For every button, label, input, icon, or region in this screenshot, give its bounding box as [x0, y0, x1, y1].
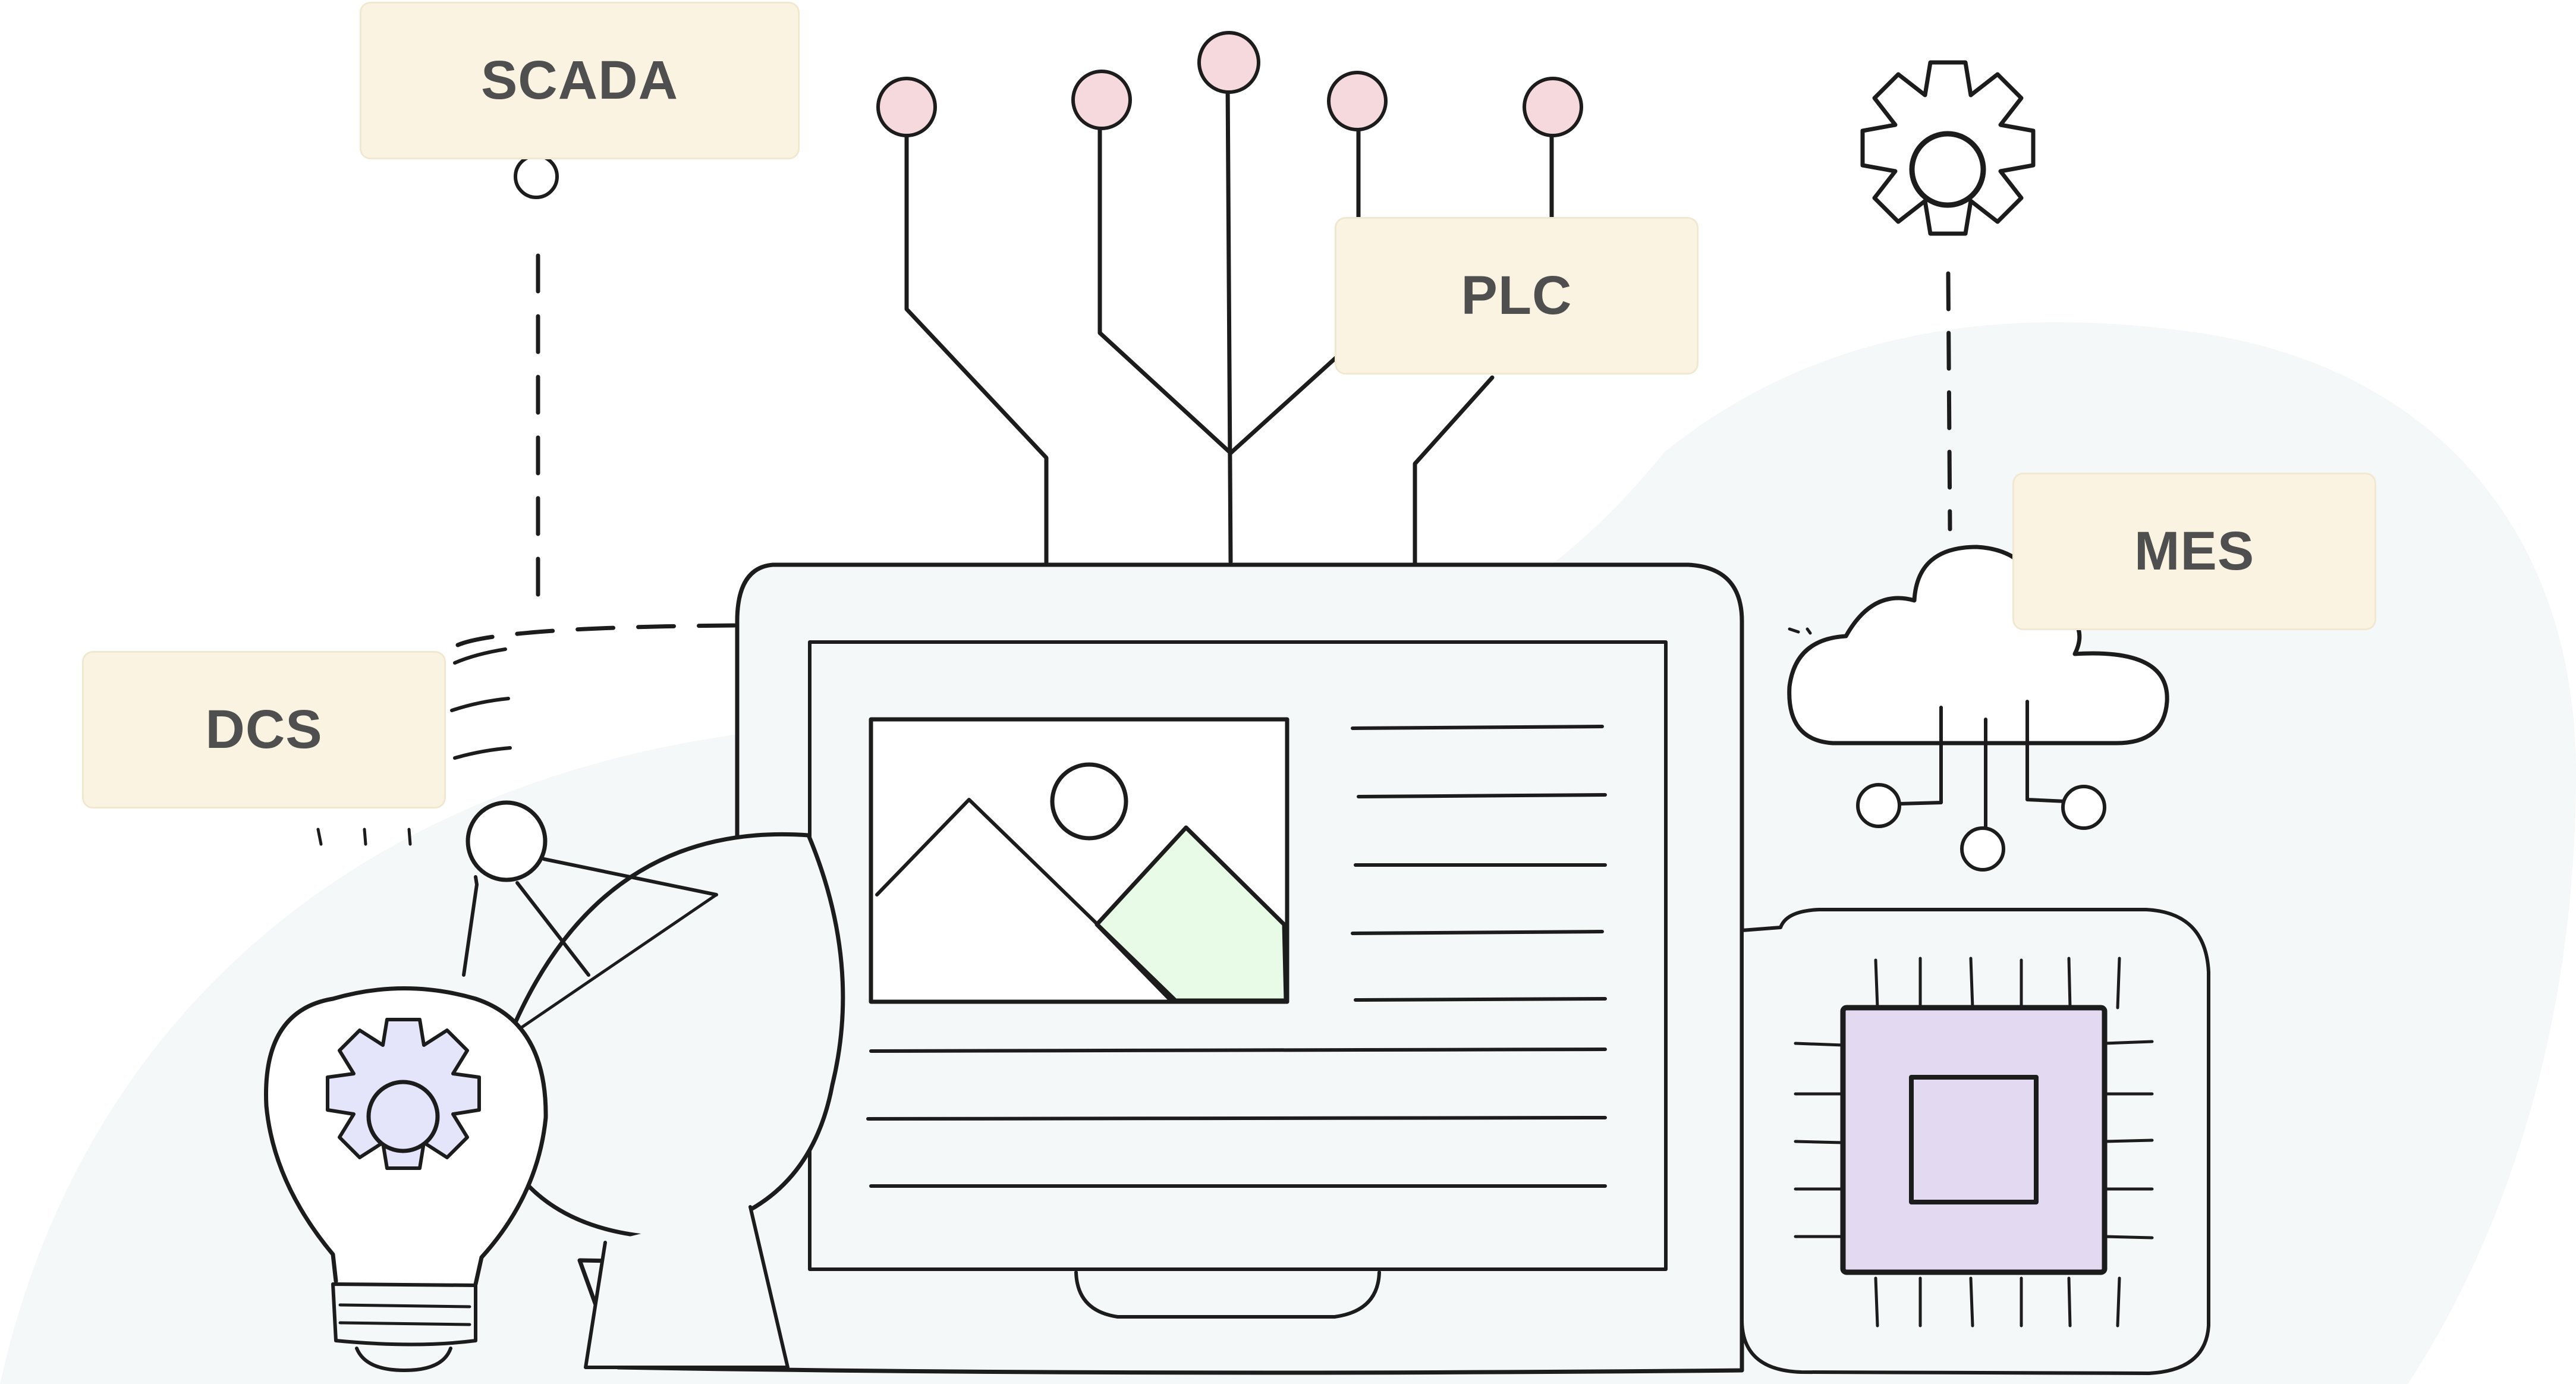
dish-rays	[316, 828, 412, 846]
dish-struts	[462, 857, 718, 977]
cloud-node	[2061, 785, 2106, 830]
scada-connector	[455, 154, 737, 647]
lightbulb-icon	[264, 986, 548, 1372]
dish-waves	[450, 647, 512, 760]
satellite-dish-icon	[316, 647, 845, 1369]
bulb-base-lines	[338, 1303, 471, 1326]
dcs-label: DCS	[82, 651, 446, 809]
chip-icon	[1740, 908, 2210, 1375]
chip-pins	[1794, 957, 2154, 1328]
dish-stand	[584, 1205, 790, 1369]
sun-circle	[1050, 762, 1128, 841]
cloud-icon	[1787, 545, 2169, 872]
monitor-stand	[1074, 1270, 1381, 1319]
gear-hub	[366, 1080, 440, 1153]
mountain-left	[875, 798, 1178, 1002]
gear-hub	[1909, 131, 1986, 208]
plc-label: PLC	[1335, 217, 1699, 375]
circuit-traces	[904, 81, 1554, 567]
pin-dot	[1523, 77, 1583, 137]
monitor-icon	[577, 562, 1744, 1375]
pin-dot	[1327, 71, 1388, 131]
bulb-base	[331, 1282, 477, 1372]
pin-dot	[876, 77, 937, 137]
dcs-label-text: DCS	[205, 699, 323, 760]
mes-label-text: MES	[2134, 521, 2255, 581]
cloud-node	[1856, 783, 1901, 828]
pin-dot	[1071, 70, 1132, 130]
dish-arm	[509, 893, 718, 1036]
plc-label-text: PLC	[1461, 265, 1572, 326]
cloud-leads	[1898, 700, 2068, 831]
circuit-pins	[876, 31, 1583, 137]
image-icon	[869, 717, 1289, 1004]
chip-core	[1909, 1075, 2039, 1204]
mes-label: MES	[2012, 473, 2376, 630]
scada-label-text: SCADA	[480, 50, 679, 111]
mountain-right	[1094, 825, 1288, 1003]
cloud-rays	[1788, 627, 1812, 635]
cloud-node	[1960, 826, 2005, 872]
dish-receiver	[465, 800, 548, 882]
dish-bowl	[491, 832, 845, 1239]
pin-dot	[1197, 31, 1260, 94]
text-lines	[866, 725, 1607, 1188]
gear-connector	[1946, 271, 1952, 531]
gear-icon	[1860, 60, 2036, 531]
scada-label: SCADA	[360, 2, 800, 159]
